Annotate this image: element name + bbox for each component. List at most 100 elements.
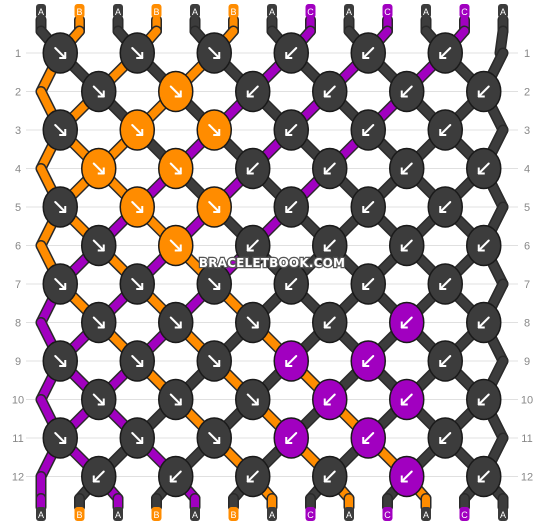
- knot-arrow-icon: [323, 470, 336, 483]
- knot-arrow-head: [362, 129, 370, 136]
- knot-arrow-icon: [285, 47, 298, 59]
- knot-arrow-icon: [208, 355, 221, 367]
- knot-arrow-icon: [477, 393, 490, 406]
- knot-arrow-head: [285, 360, 293, 367]
- strand-label-bottom-tab: [74, 507, 85, 521]
- strand-label-bottom-tab: [459, 507, 470, 521]
- strand-label-top: C: [384, 7, 391, 17]
- strand-label-top-tab: [190, 4, 200, 18]
- knot-arrow-icon: [477, 239, 490, 252]
- knot-arrow-icon: [131, 124, 144, 136]
- strand-label-bottom-tab: [421, 507, 431, 521]
- knot: [81, 301, 117, 344]
- knot-arrow-icon: [400, 316, 413, 329]
- knot: [42, 32, 78, 74]
- knot: [158, 455, 194, 498]
- knot: [235, 70, 271, 113]
- strand-label-bottom: A: [346, 510, 352, 520]
- knot: [273, 186, 309, 228]
- knot-arrow-head: [251, 321, 259, 329]
- knot: [273, 263, 309, 305]
- knot-arrow-head: [362, 437, 370, 444]
- knot-arrow-icon: [169, 393, 182, 406]
- knot: [196, 109, 232, 151]
- knot: [42, 263, 78, 305]
- knot-arrow-head: [213, 206, 221, 213]
- knot: [389, 455, 425, 498]
- strand-label-top: C: [461, 7, 468, 17]
- knot-arrow-icon: [362, 278, 375, 290]
- knot: [389, 70, 425, 113]
- strand-label-bottom: C: [461, 510, 468, 520]
- knot-arrow-head: [400, 321, 408, 329]
- knot-arrow-head: [246, 90, 254, 98]
- knot-arrow-icon: [439, 355, 452, 367]
- knot-arrow-icon: [169, 85, 182, 98]
- knot-arrow-icon: [92, 470, 105, 483]
- strand-label-top-tab: [267, 4, 277, 18]
- knot-arrow-head: [439, 360, 447, 367]
- knot: [235, 224, 271, 267]
- strand-label-bottom-tab: [36, 507, 46, 521]
- row-number-left: 6: [15, 241, 21, 253]
- strand-label-top-tab: [151, 4, 162, 18]
- knot: [273, 32, 309, 74]
- knot-arrow-icon: [477, 85, 490, 98]
- knot-arrow-head: [285, 206, 293, 213]
- knot-arrow-icon: [439, 278, 452, 290]
- strand-label-top: A: [38, 7, 44, 17]
- knot-arrow-head: [246, 167, 254, 175]
- knot-arrow-head: [59, 206, 67, 213]
- knot-arrow-head: [97, 167, 105, 175]
- knot: [427, 32, 463, 74]
- knot-arrow-icon: [439, 47, 452, 59]
- knot: [350, 263, 386, 305]
- knot-arrow-head: [213, 360, 221, 367]
- strand-label-top-tab: [498, 4, 508, 18]
- row-number-right: 1: [524, 48, 530, 60]
- knot-arrow-head: [400, 244, 408, 252]
- strand-label-top-tab: [228, 4, 239, 18]
- strand-label-bottom: B: [76, 510, 82, 520]
- knot-arrow-head: [136, 437, 144, 444]
- knot-arrow-head: [169, 475, 177, 483]
- knot-arrow-head: [323, 475, 331, 483]
- row-number-left: 5: [15, 202, 21, 214]
- row-number-right: 3: [524, 125, 530, 137]
- knot-arrow-icon: [323, 239, 336, 252]
- knot: [312, 455, 348, 498]
- knot: [235, 378, 271, 421]
- knot-arrow-icon: [246, 239, 259, 252]
- knot-arrow-icon: [400, 239, 413, 252]
- knot-arrow-icon: [439, 124, 452, 136]
- knot-arrow-head: [213, 52, 221, 59]
- knot: [42, 109, 78, 151]
- knot-arrow-icon: [54, 432, 67, 444]
- knot-arrow-head: [59, 283, 67, 290]
- knot-arrow-icon: [131, 278, 144, 290]
- knot-arrow-head: [246, 475, 254, 483]
- knot-arrow-icon: [131, 47, 144, 59]
- strand-label-bottom: A: [192, 510, 198, 520]
- knot-arrow-head: [251, 398, 259, 406]
- knot: [466, 378, 502, 421]
- knot-arrow-icon: [169, 470, 182, 483]
- knot-arrow-head: [213, 437, 221, 444]
- knot-arrow-head: [477, 475, 485, 483]
- strand-label-top: A: [346, 7, 352, 17]
- strand-label-bottom: A: [115, 510, 121, 520]
- strand-label-top-tab: [459, 4, 470, 18]
- strand-label-bottom-tab: [267, 507, 277, 521]
- row-number-left: 11: [12, 433, 23, 445]
- strand-label-top-tab: [113, 4, 123, 18]
- knot-arrow-icon: [400, 162, 413, 175]
- knot-arrow-icon: [54, 355, 67, 367]
- strand-label-top-tab: [382, 4, 393, 18]
- knot-arrow-head: [174, 167, 182, 175]
- knot: [312, 147, 348, 190]
- row-number-left: 8: [15, 318, 21, 330]
- knot-arrow-icon: [285, 355, 298, 367]
- row-number-right: 10: [521, 395, 533, 407]
